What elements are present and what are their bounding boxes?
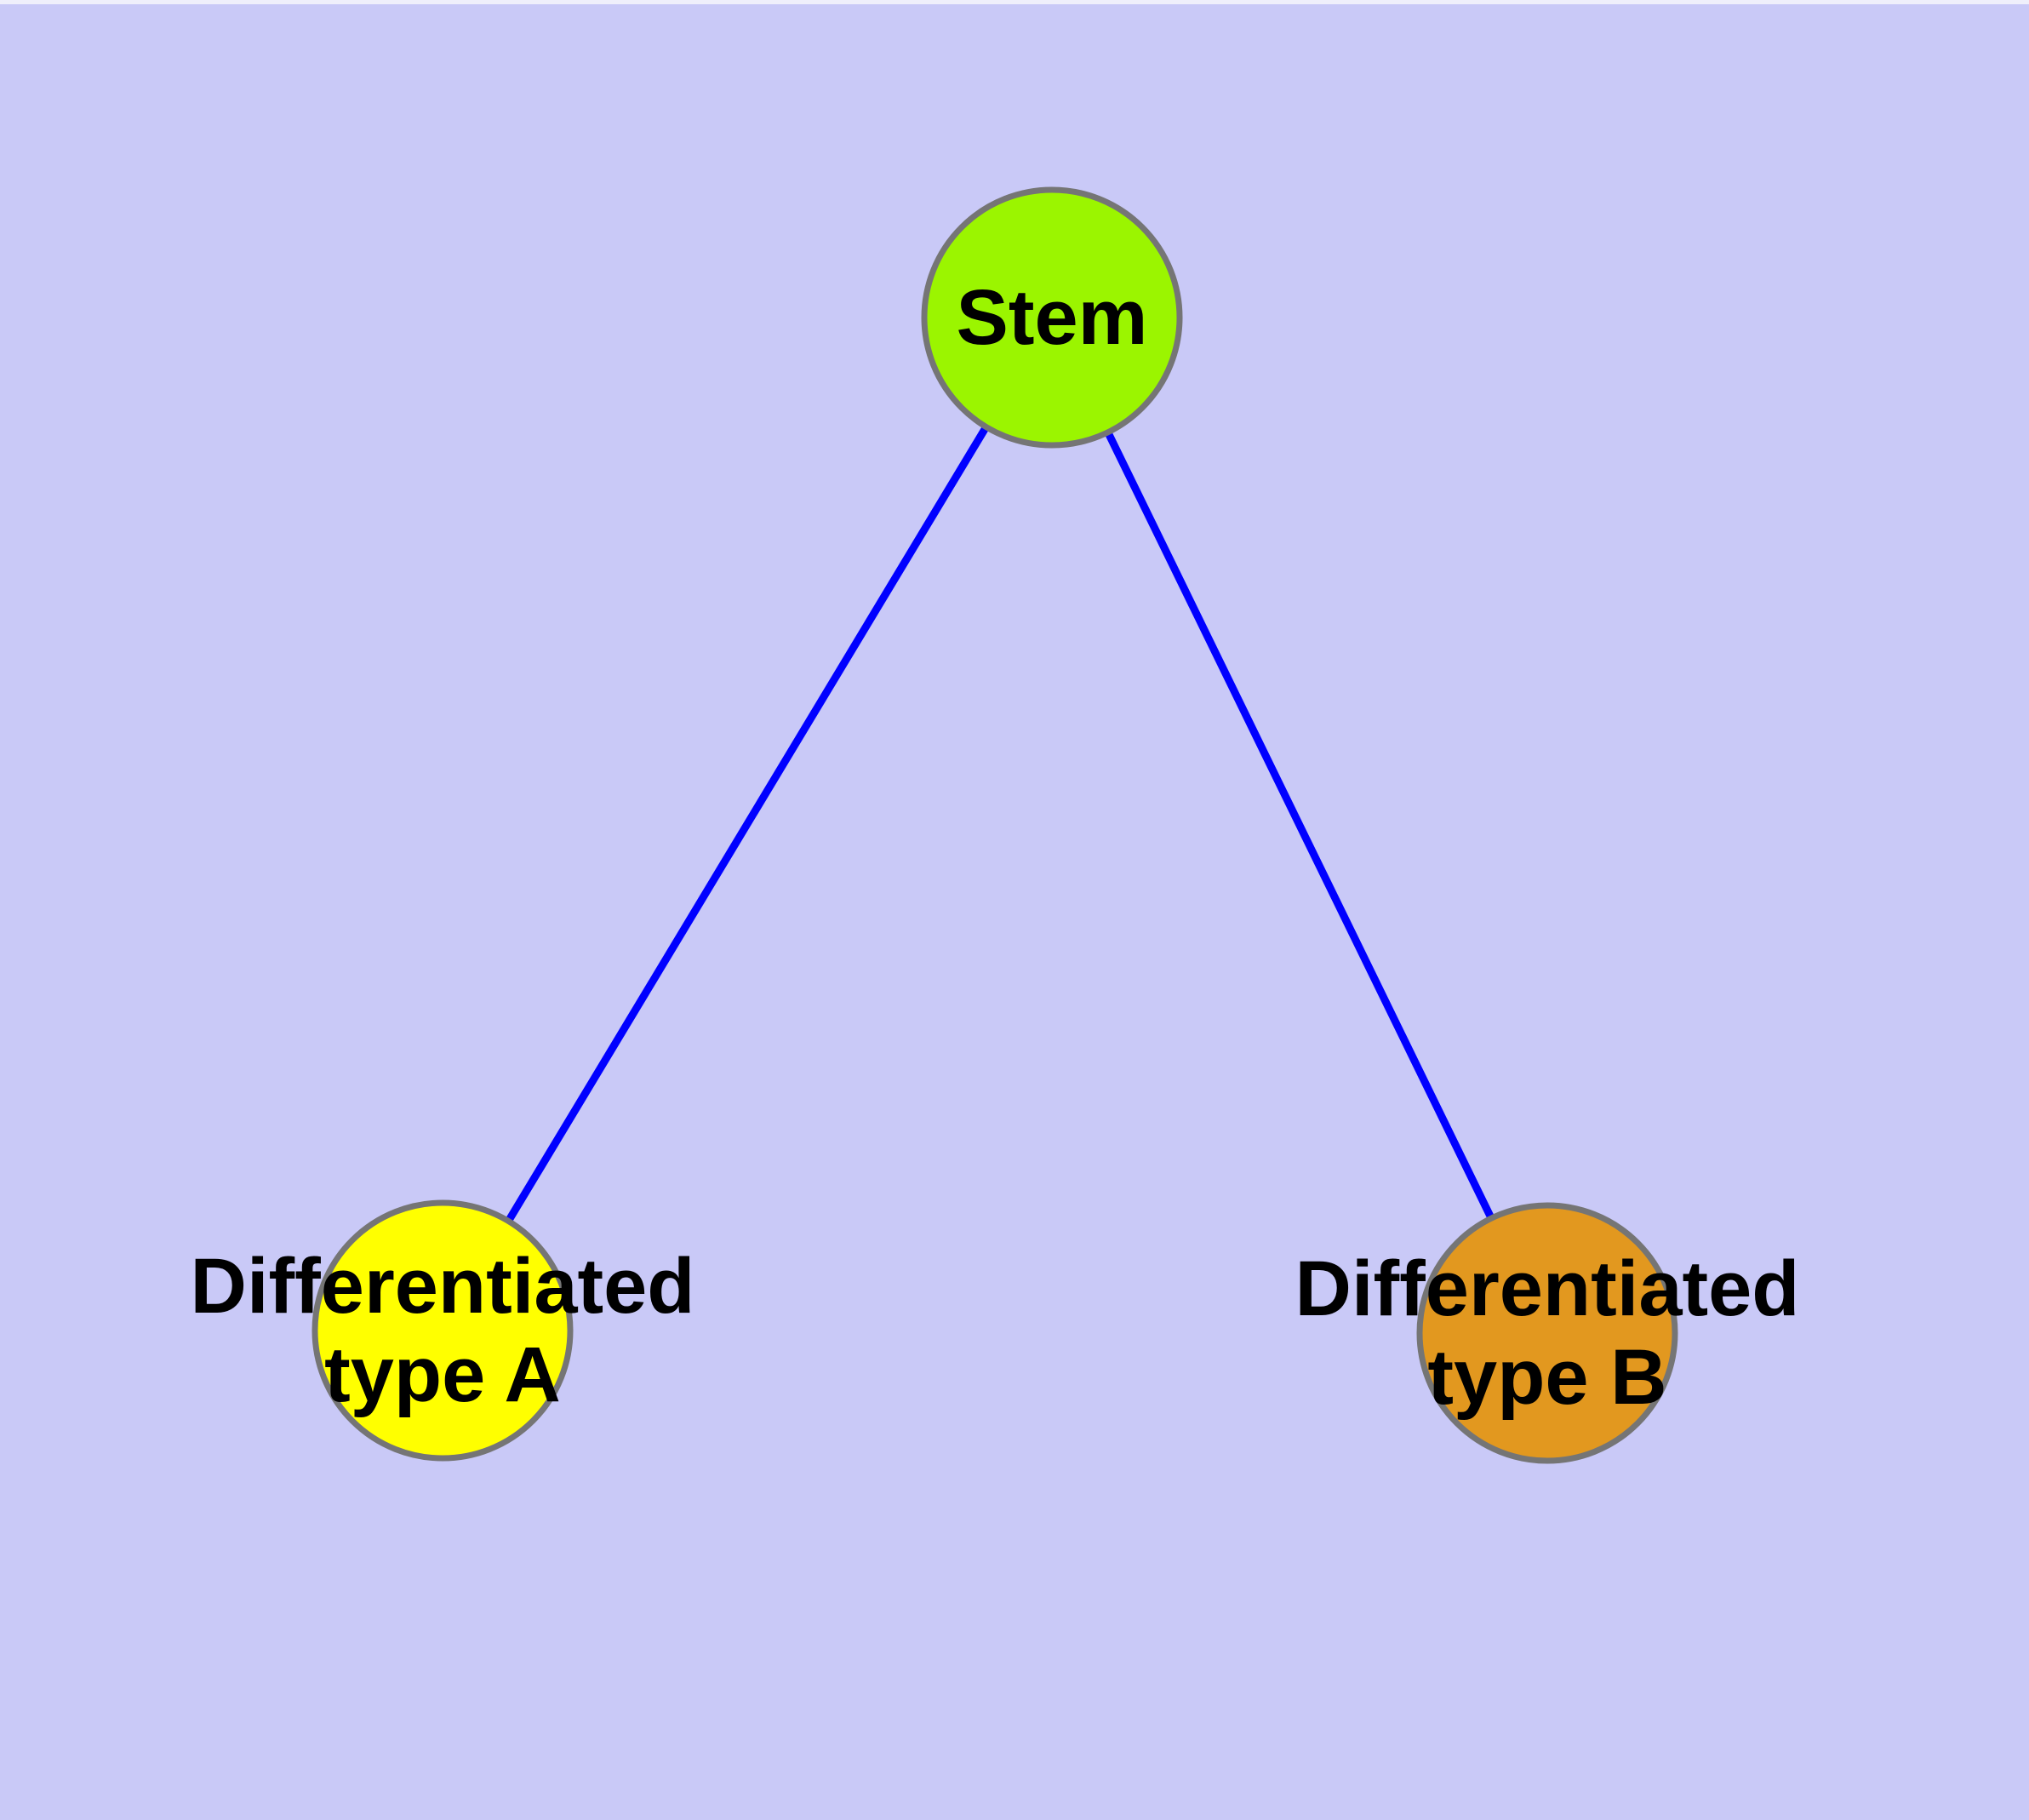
node-label-line: Stem — [957, 274, 1148, 361]
node-stem — [921, 186, 1183, 449]
edge-stem-diff-b — [1048, 316, 1552, 1335]
node-diff-a — [311, 1199, 574, 1462]
top-edge-strip — [0, 0, 2029, 4]
node-label-line: type B — [1427, 1334, 1666, 1421]
node-label-line: type A — [324, 1331, 561, 1418]
node-label-line: Differentiated — [1295, 1245, 1800, 1332]
edge-stem-diff-a — [439, 315, 1055, 1333]
node-diff-b — [1416, 1202, 1678, 1464]
node-label-line: Differentiated — [191, 1243, 695, 1330]
node-label-stem: Stem — [957, 274, 1148, 361]
